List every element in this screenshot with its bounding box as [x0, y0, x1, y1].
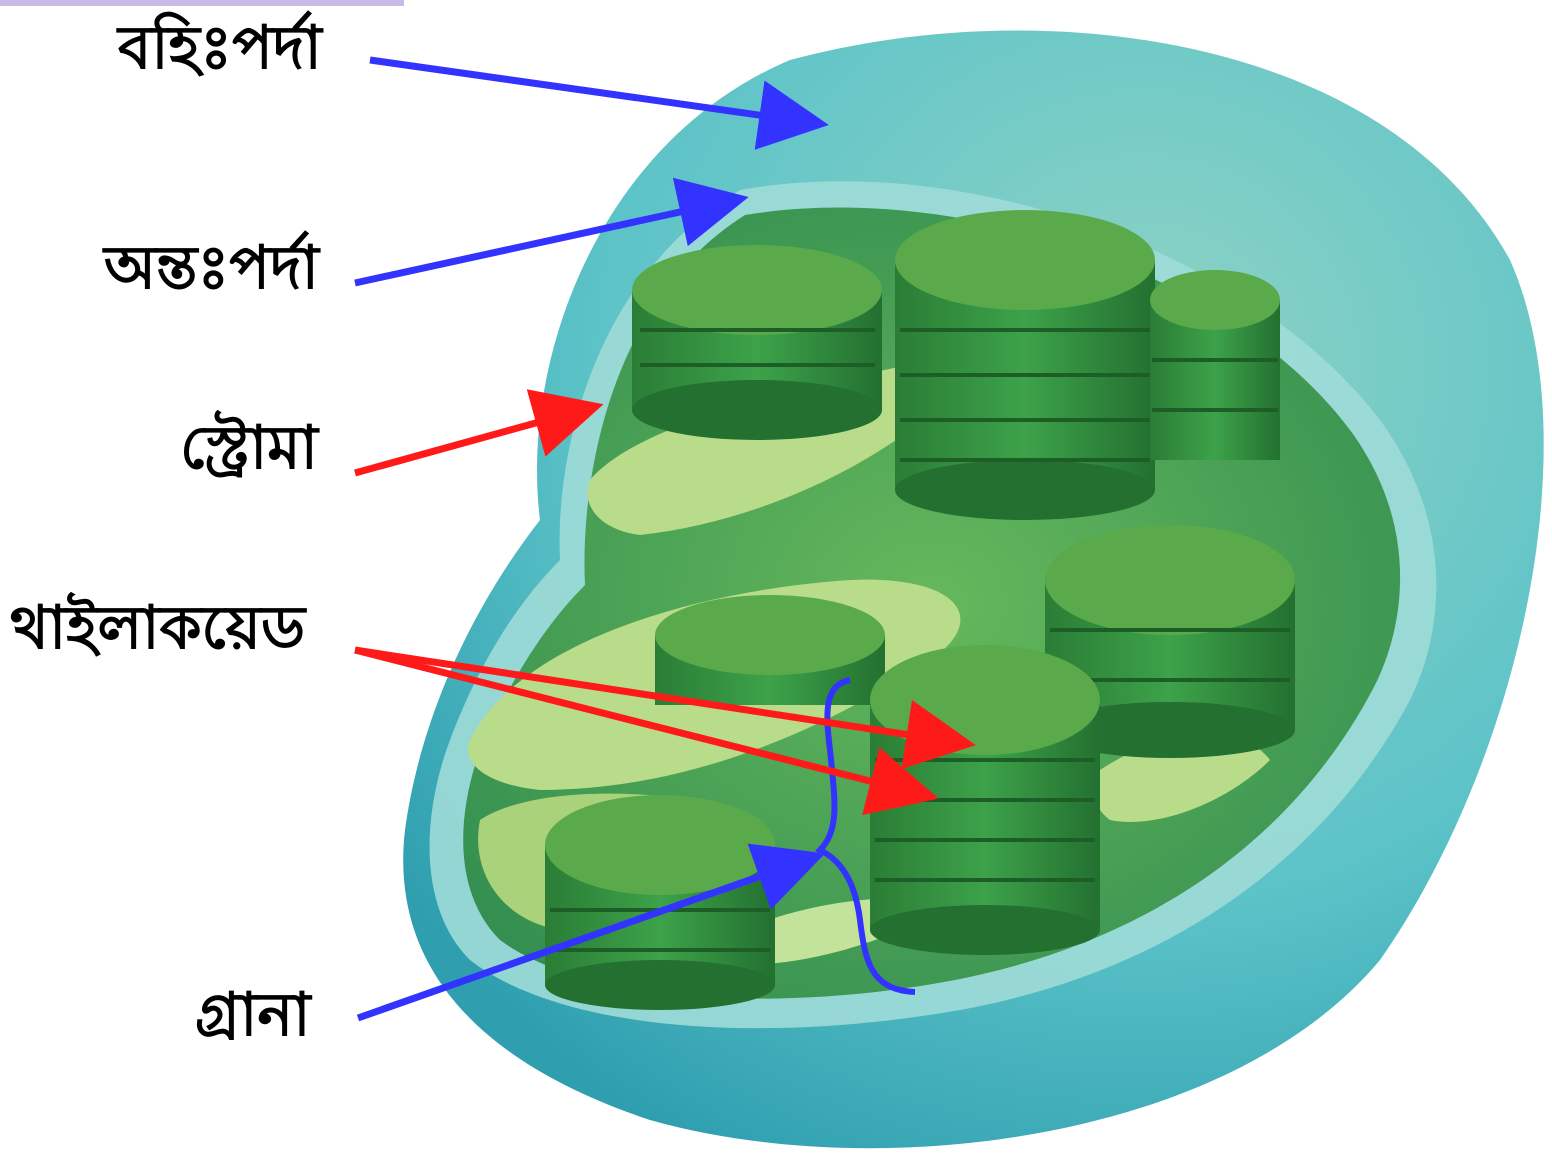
- granum-stack-6: [545, 795, 775, 1010]
- label-grana: গ্রানা: [195, 985, 311, 1045]
- label-stroma: স্ট্রোমা: [180, 418, 318, 478]
- granum-stack-7: [1150, 270, 1280, 460]
- granum-stack-5: [870, 645, 1100, 955]
- granum-stack-1: [632, 245, 882, 440]
- label-outer-membrane: বহিঃপর্দা: [118, 18, 322, 78]
- label-inner-membrane: অন্তঃপর্দা: [104, 238, 319, 298]
- granum-stack-2: [895, 210, 1155, 520]
- label-thylakoid: থাইলাকয়েড: [10, 598, 305, 658]
- granum-stack-4: [655, 595, 885, 705]
